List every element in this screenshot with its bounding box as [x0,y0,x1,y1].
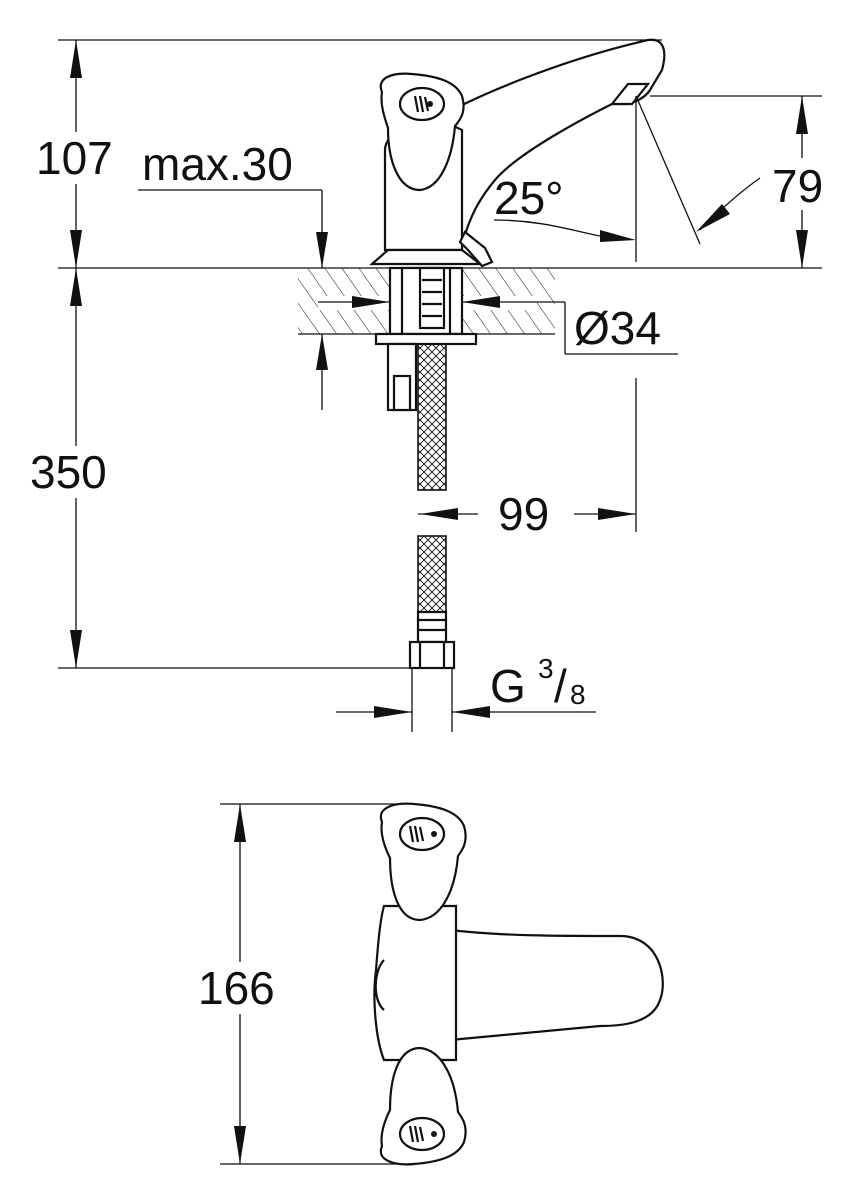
label-max30: max.30 [142,138,293,190]
faucet-body [369,38,666,268]
label-107: 107 [36,132,113,184]
side-view: 107 max.30 25° [28,38,834,732]
label-166: 166 [198,962,275,1014]
label-thread-slash: / [554,660,567,712]
dimension-max30: max.30 [138,138,328,410]
label-25-degrees: 25° [494,172,564,224]
label-thread-g: G [490,660,526,712]
dimension-79: 79 [555,95,834,269]
dimension-350: 350 [28,268,410,669]
dimension-166: 166 [196,803,414,1165]
label-350: 350 [30,446,107,498]
flexible-hose [408,343,456,732]
dimension-99: 99 [418,378,637,540]
dimension-107: 107 [34,39,662,269]
label-99: 99 [498,488,549,540]
top-view: 166 [196,802,664,1166]
label-79: 79 [772,160,823,212]
shank-assembly [374,266,478,412]
dimension-angle: 25° [493,95,761,262]
label-thread-denominator: 8 [570,679,586,710]
dimension-diameter-34: Ø34 [318,296,678,355]
label-diameter-34: Ø34 [574,302,661,354]
label-thread-numerator: 3 [538,653,554,684]
dimension-thread: G 3 / 8 [336,653,596,718]
